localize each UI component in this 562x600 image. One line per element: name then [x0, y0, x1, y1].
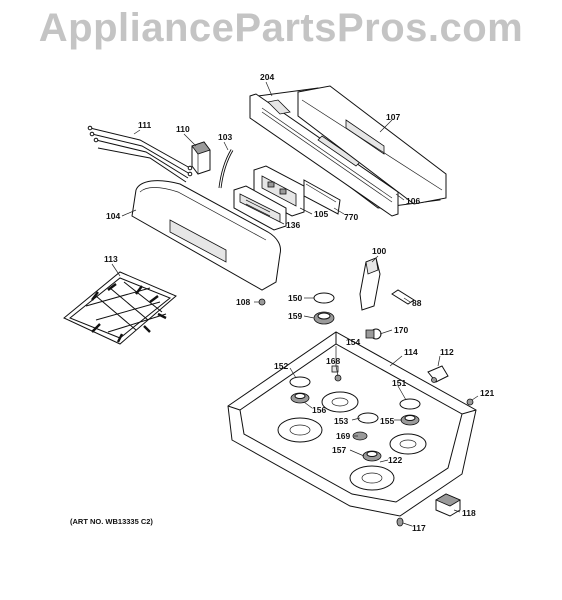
wire-103: [218, 149, 234, 189]
burner-cap-150: [313, 292, 335, 304]
burner-head-159: [313, 311, 335, 325]
label-122: 122: [388, 455, 402, 465]
label-100: 100: [372, 246, 386, 256]
keypad-overlay: [233, 185, 287, 231]
rear-panel-assembly: [249, 85, 447, 217]
knob-170: [365, 328, 382, 340]
wire-harness: [87, 125, 193, 183]
label-770: 770: [344, 212, 358, 222]
cap-152: [289, 376, 311, 388]
label-121: 121: [480, 388, 494, 398]
part-100: [359, 257, 381, 311]
part-labels: 204 107 111 110 103 104 105 136 770 106 …: [70, 72, 494, 533]
label-105: 105: [314, 209, 328, 219]
watermark: AppliancePartsPros.com: [38, 6, 524, 50]
label-168: 168: [326, 356, 340, 366]
label-103: 103: [218, 132, 232, 142]
label-117: 117: [412, 523, 426, 533]
label-108: 108: [236, 297, 250, 307]
label-106: 106: [406, 196, 420, 206]
label-113: 113: [104, 254, 118, 264]
leader-lines: [111, 81, 479, 527]
label-110: 110: [176, 124, 190, 134]
label-111: 111: [138, 120, 152, 130]
label-88: 88: [412, 298, 422, 308]
spark-module: [191, 141, 211, 175]
label-107: 107: [386, 112, 400, 122]
control-panel: [131, 180, 281, 291]
label-136: 136: [286, 220, 300, 230]
label-204: 204: [260, 72, 274, 82]
label-169: 169: [336, 431, 350, 441]
label-157: 157: [332, 445, 346, 455]
label-159: 159: [288, 311, 302, 321]
label-152: 152: [274, 361, 288, 371]
part-118: [435, 493, 461, 517]
label-104: 104: [106, 211, 120, 221]
cap-153: [357, 412, 379, 424]
screw-108: [258, 298, 266, 306]
label-114: 114: [404, 347, 418, 357]
screw-121: [466, 398, 474, 406]
art-number: (ART NO. WB13335 C2): [70, 517, 153, 526]
label-150: 150: [288, 293, 302, 303]
clip-117: [396, 517, 404, 527]
cooktop: [227, 331, 477, 517]
burner-parts: [289, 365, 421, 462]
head-169: [352, 431, 368, 441]
bracket-112: [427, 365, 449, 383]
label-112: 112: [440, 347, 454, 357]
part-154: [331, 365, 339, 373]
cap-151: [399, 398, 421, 410]
label-154: 154: [346, 337, 360, 347]
label-155: 155: [380, 416, 394, 426]
label-151: 151: [392, 378, 406, 388]
label-118: 118: [462, 508, 476, 518]
label-170: 170: [394, 325, 408, 335]
pin-88: [391, 289, 415, 305]
label-156: 156: [312, 405, 326, 415]
label-153: 153: [334, 416, 348, 426]
burner-grate: [63, 271, 177, 345]
